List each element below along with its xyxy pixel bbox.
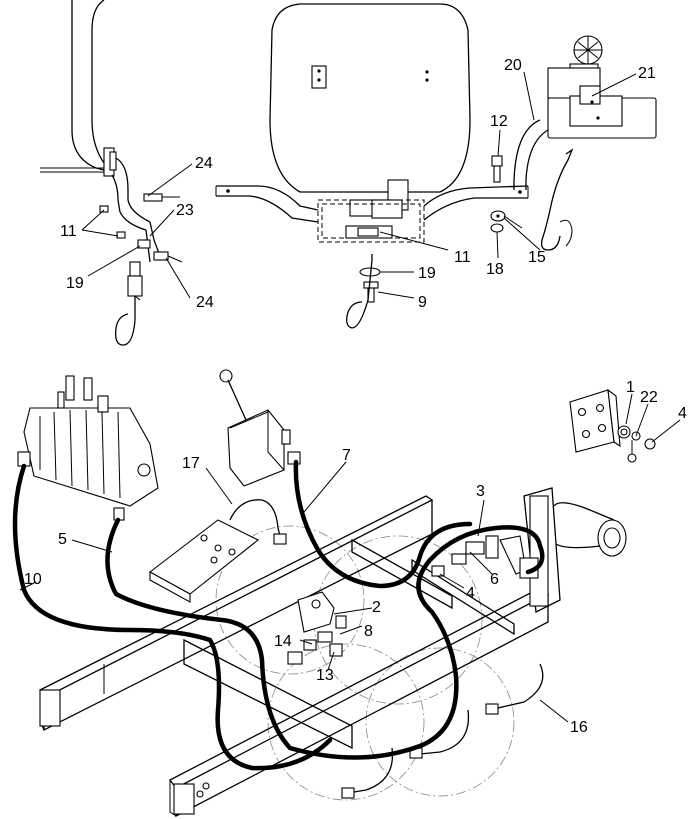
callout-19: 19 bbox=[66, 275, 84, 292]
callout-17: 17 bbox=[182, 455, 200, 472]
callout-19: 19 bbox=[418, 265, 436, 282]
callout-6: 6 bbox=[490, 571, 499, 588]
callout-10: 10 bbox=[24, 571, 42, 588]
leader-lines bbox=[19, 71, 681, 723]
callout-8: 8 bbox=[364, 623, 373, 640]
armrest-assembly bbox=[490, 35, 657, 251]
callout-11: 11 bbox=[60, 223, 77, 240]
callout-2: 2 bbox=[372, 599, 381, 616]
callout-12: 12 bbox=[490, 113, 508, 130]
callout-24: 24 bbox=[196, 294, 214, 311]
callout-4: 4 bbox=[678, 405, 687, 422]
seat-rear-view bbox=[215, 3, 529, 329]
callout-24: 24 bbox=[195, 155, 213, 172]
callout-labels: 24 23 11 19 24 20 21 12 11 19 9 15 18 1 … bbox=[24, 57, 687, 736]
callout-15: 15 bbox=[528, 249, 546, 266]
callout-18: 18 bbox=[486, 261, 504, 278]
callout-21: 21 bbox=[638, 65, 656, 82]
callout-14: 14 bbox=[274, 633, 292, 650]
callout-5: 5 bbox=[58, 531, 67, 548]
hydraulic-frame-assembly bbox=[12, 369, 656, 818]
callout-13: 13 bbox=[316, 667, 334, 684]
callout-23: 23 bbox=[176, 202, 194, 219]
callout-11: 11 bbox=[454, 249, 471, 266]
seat-side-view bbox=[40, 0, 183, 346]
callout-3: 3 bbox=[476, 483, 485, 500]
callout-16: 16 bbox=[570, 719, 588, 736]
callout-22: 22 bbox=[640, 389, 658, 406]
callout-1: 1 bbox=[626, 379, 635, 396]
callout-20: 20 bbox=[504, 57, 522, 74]
callout-7: 7 bbox=[342, 447, 351, 464]
callout-9: 9 bbox=[418, 294, 427, 311]
callout-4: 4 bbox=[466, 585, 475, 602]
